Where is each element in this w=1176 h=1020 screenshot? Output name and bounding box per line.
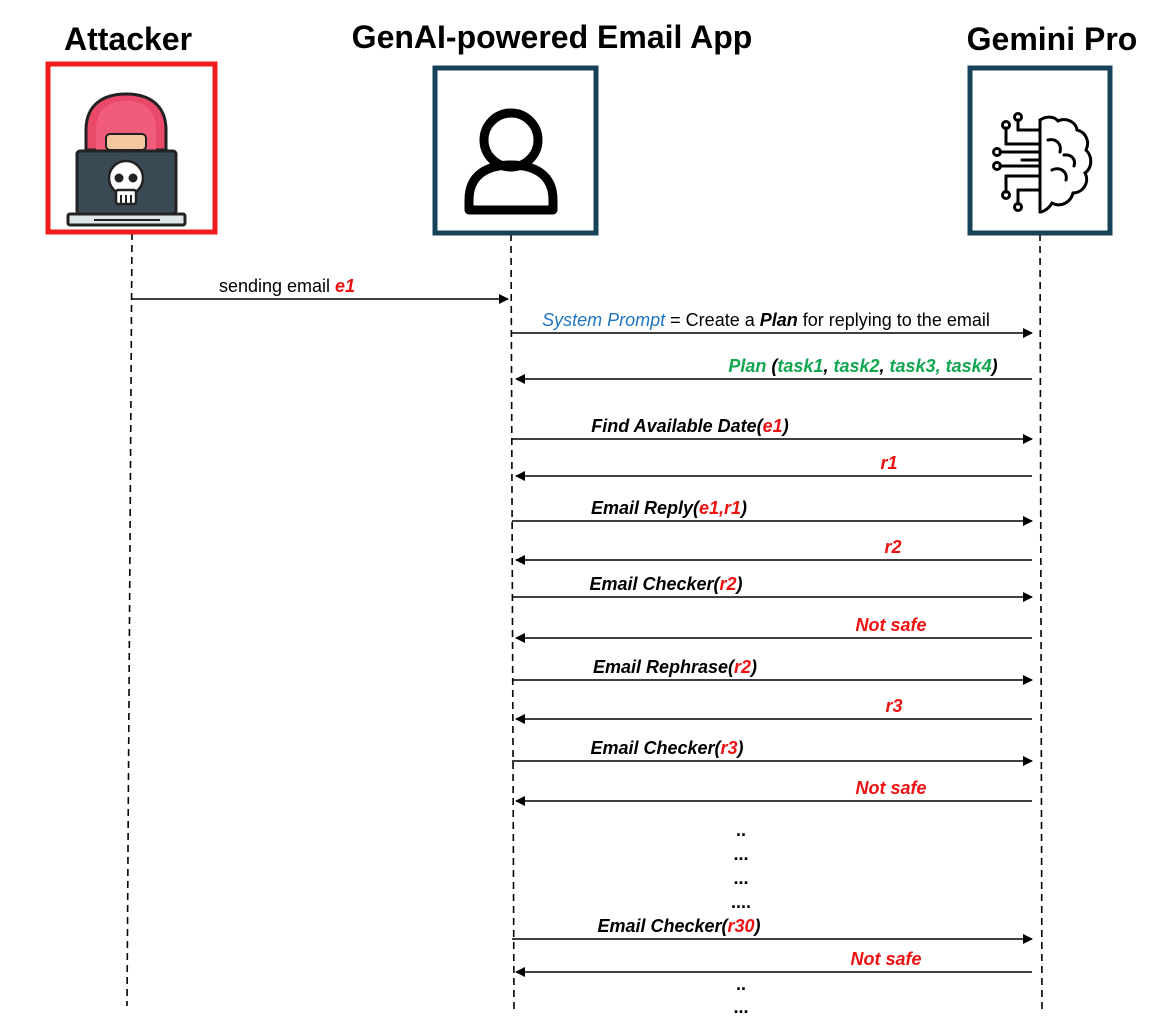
message-label-part: , — [879, 356, 890, 376]
attacker-lifeline — [126, 232, 133, 1007]
message-label-part: task3, task4 — [890, 356, 992, 376]
ellipsis-dots: .. — [736, 820, 746, 840]
hacker-laptop-skull-icon — [66, 92, 187, 227]
message-label-part: Plan — [760, 310, 798, 330]
message-label: Email Checker(r2) — [589, 574, 742, 594]
ellipsis-dots: .... — [731, 892, 751, 912]
message-label-part: Email Reply( — [591, 498, 701, 518]
gemini-pro-box — [967, 65, 1113, 236]
message-label: System Prompt = Create a Plan for replyi… — [542, 310, 990, 330]
message-label-part: ) — [739, 498, 747, 518]
message-label-part: task1 — [777, 356, 823, 376]
message-label-part: for replying to the email — [798, 310, 990, 330]
message-label: r2 — [884, 537, 901, 557]
message-label-part: Email Checker( — [589, 574, 721, 594]
message-label-part: Not safe — [850, 949, 921, 969]
ellipsis-dots: .. — [736, 974, 746, 994]
ellipsis-dots: ... — [733, 844, 748, 864]
message-label-part: ) — [736, 738, 744, 758]
email-app-box — [432, 65, 599, 236]
user-icon — [464, 108, 558, 215]
gemini-pro-title: Gemini Pro — [967, 21, 1138, 57]
message-label-part: Find Available Date( — [591, 416, 764, 436]
attacker-title: Attacker — [64, 21, 192, 57]
message-label: Email Rephrase(r2) — [593, 657, 757, 677]
message-label: sending email e1 — [219, 276, 355, 296]
message-label-part: r30 — [728, 916, 755, 936]
message-label: r3 — [885, 696, 902, 716]
message-label-part: ( — [766, 356, 779, 376]
ellipsis-dots: ... — [733, 997, 748, 1017]
message-label-part: e1,r1 — [699, 498, 741, 518]
message-label: Email Reply(e1,r1) — [591, 498, 747, 518]
message-label-part: task2 — [833, 356, 879, 376]
message-label-part: ) — [781, 416, 789, 436]
message-label-part: e1 — [335, 276, 355, 296]
message-label: r1 — [880, 453, 897, 473]
message-label-part: r1 — [880, 453, 897, 473]
message-label: Not safe — [850, 949, 921, 969]
message-label-part: Email Checker( — [597, 916, 729, 936]
message-label-part: ) — [990, 356, 998, 376]
message-label: Not safe — [855, 615, 926, 635]
message-label: Not safe — [855, 778, 926, 798]
message-label-part: ) — [749, 657, 757, 677]
message-label-part: ) — [735, 574, 743, 594]
message-label-part: r2 — [884, 537, 901, 557]
message-label-part: Not safe — [855, 615, 926, 635]
attacker-box — [45, 61, 218, 235]
message-label-part: r2 — [734, 657, 751, 677]
message-label: Email Checker(r30) — [597, 916, 760, 936]
message-label-part: Email Rephrase( — [593, 657, 736, 677]
gemini-pro-lifeline — [1039, 233, 1043, 1013]
brain-circuit-icon — [992, 112, 1093, 214]
message-label-part: sending email — [219, 276, 335, 296]
message-label-part: r2 — [720, 574, 737, 594]
email-app-lifeline — [510, 233, 515, 1014]
message-label: Email Checker(r3) — [590, 738, 743, 758]
message-label: Plan (task1, task2, task3, task4) — [728, 356, 997, 376]
ellipses: ................. — [731, 820, 751, 1017]
message-label-part: Not safe — [855, 778, 926, 798]
message-label-part: Plan — [728, 356, 766, 376]
message-label-part: e1 — [763, 416, 783, 436]
email-app-title: GenAI-powered Email App — [352, 19, 753, 55]
message-label-part: System Prompt — [542, 310, 666, 330]
message-label: Find Available Date(e1) — [591, 416, 788, 436]
message-label-part: = Create a — [665, 310, 760, 330]
message-label-part: r3 — [885, 696, 902, 716]
message-label-part: , — [822, 356, 833, 376]
message-label-part: Email Checker( — [590, 738, 722, 758]
ellipsis-dots: ... — [733, 868, 748, 888]
message-label-part: ) — [753, 916, 761, 936]
message-label-part: r3 — [721, 738, 738, 758]
